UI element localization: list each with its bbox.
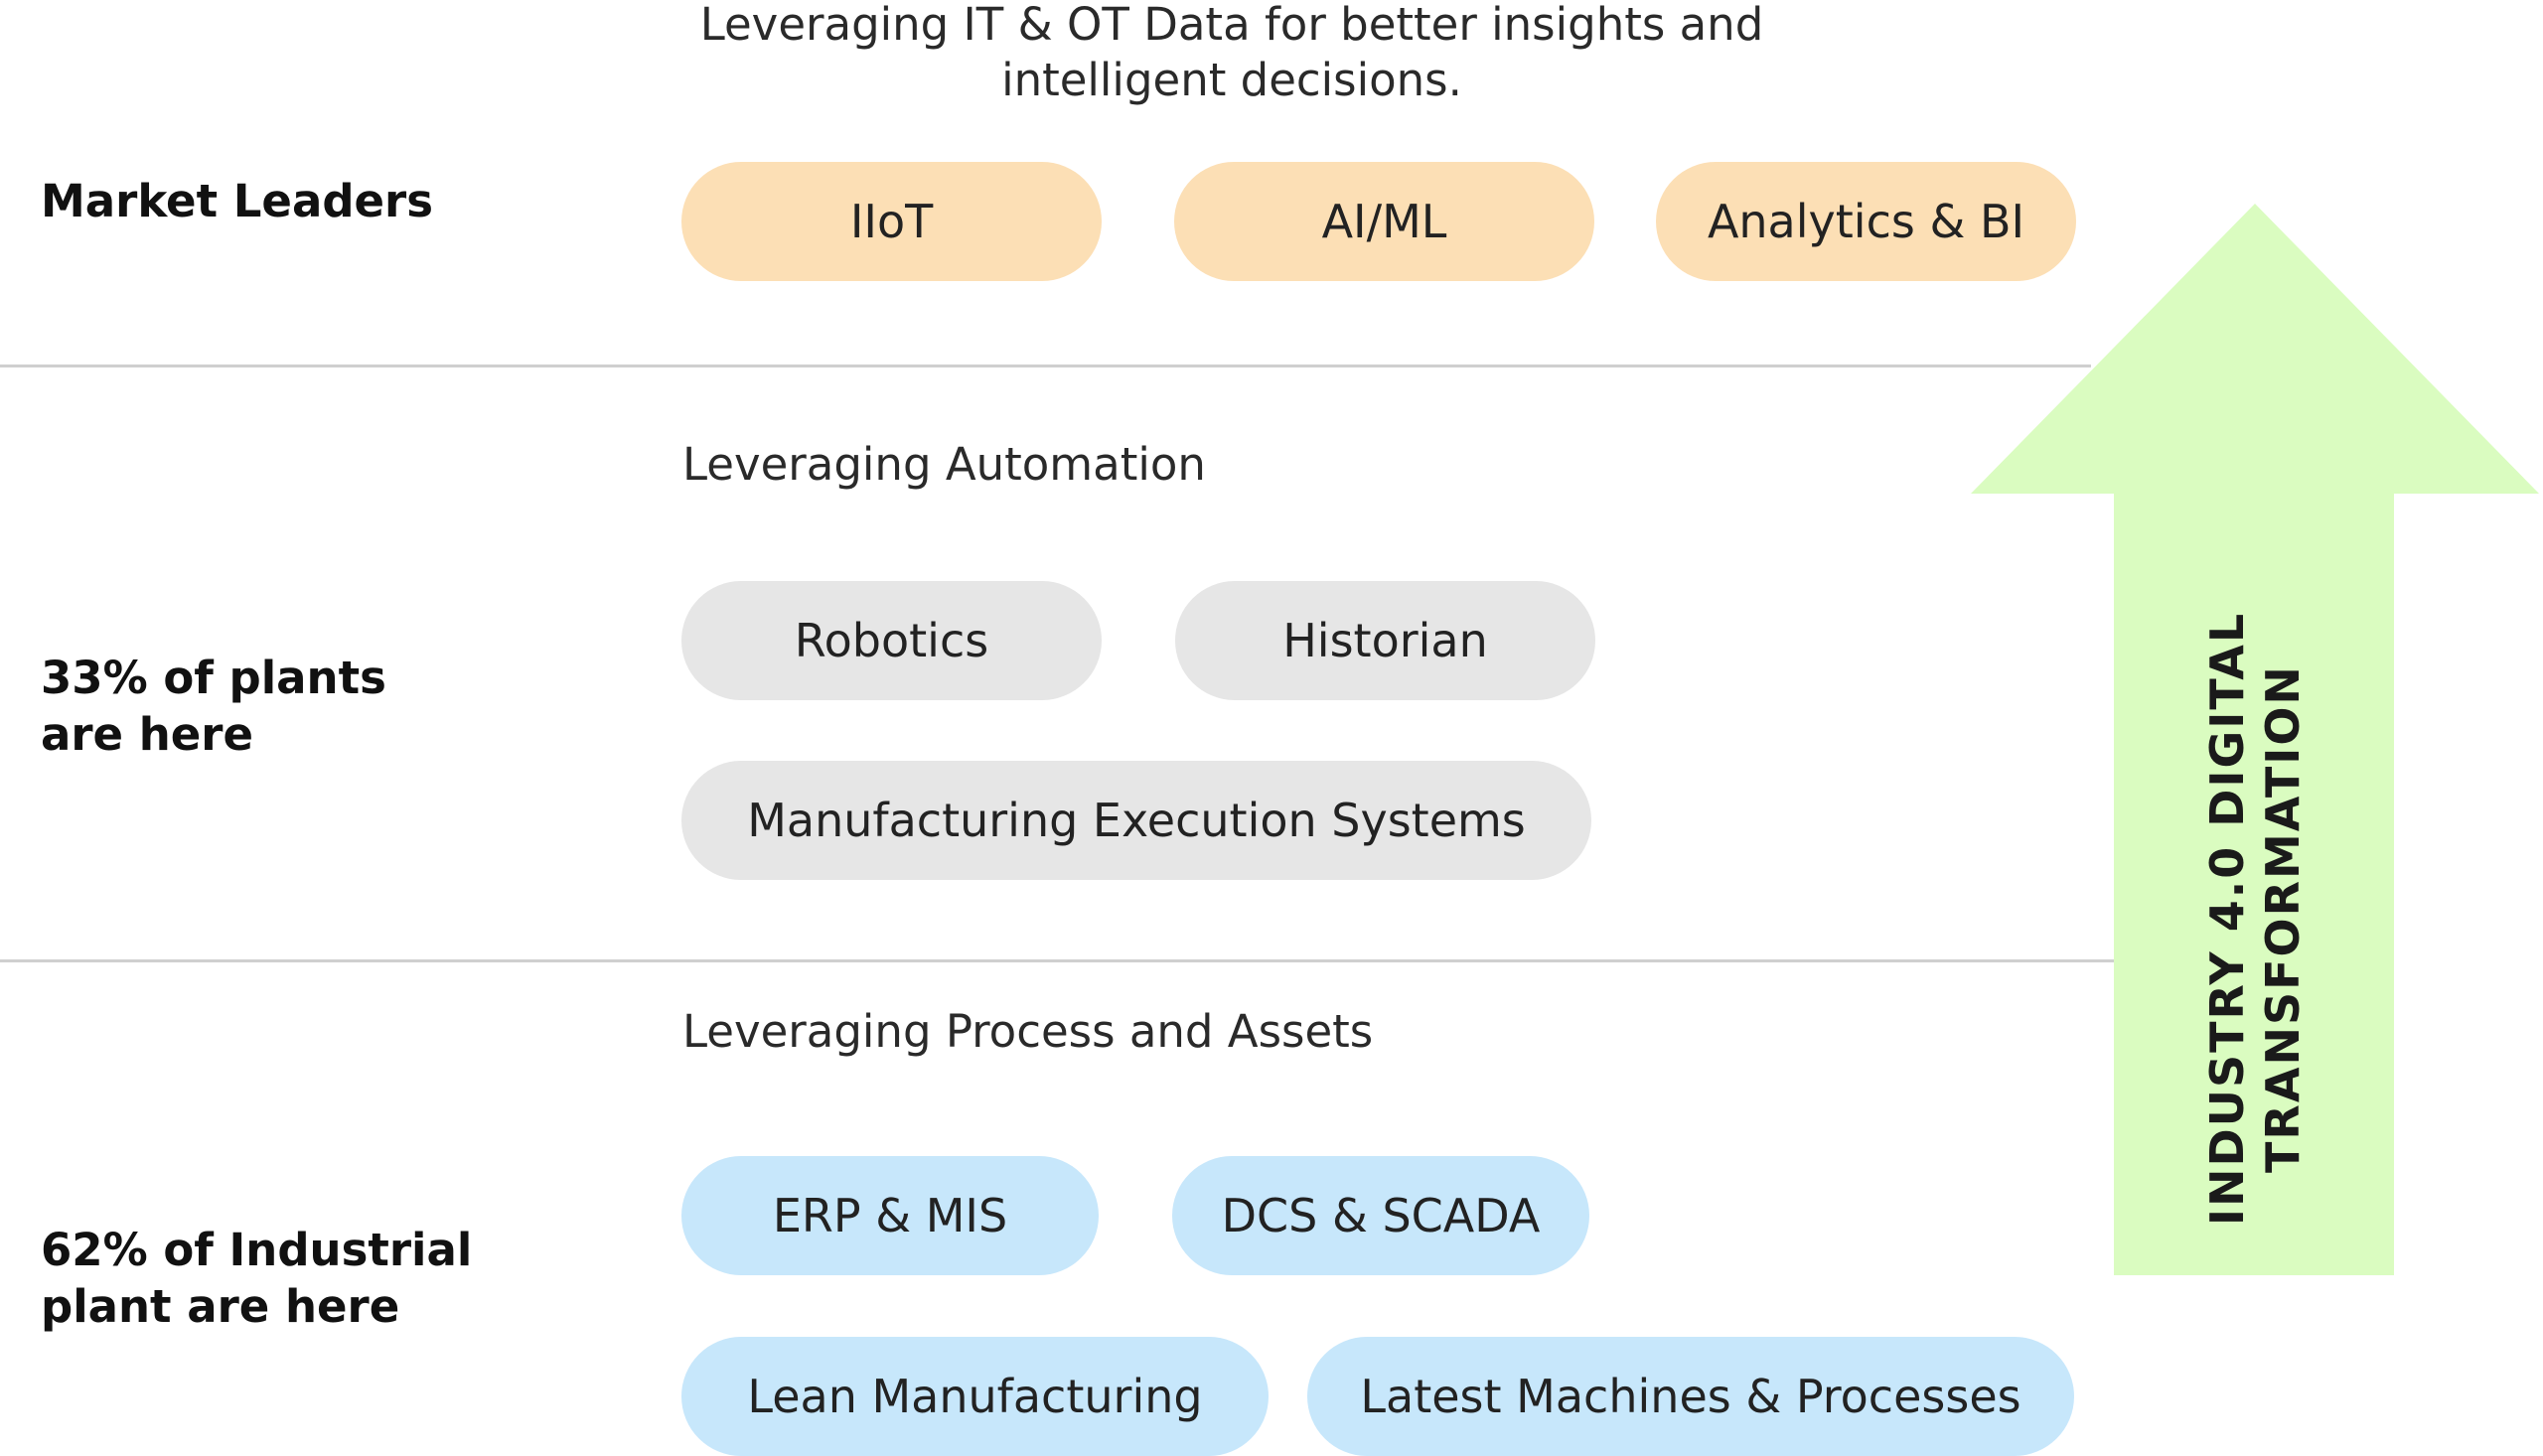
section-title-data-line1: Leveraging IT & OT Data for better insig… <box>699 0 1764 51</box>
pill-lean-manufacturing: Lean Manufacturing <box>681 1337 1269 1456</box>
section-title-automation: Leveraging Automation <box>682 438 1206 491</box>
tier-label-market-leaders: Market Leaders <box>41 175 434 227</box>
pill-ai-ml: AI/ML <box>1174 162 1594 281</box>
tier-label-33-percent-line2: are here <box>41 708 254 761</box>
arrow-label-line2: TRANSFORMATION <box>2256 664 2310 1173</box>
pill-mes: Manufacturing Execution Systems <box>681 761 1591 880</box>
divider-bottom <box>0 959 2114 962</box>
tier-label-33-percent-line1: 33% of plants <box>41 652 386 704</box>
arrow-label-line1: INDUSTRY 4.0 DIGITAL <box>2200 611 2254 1227</box>
tier-label-62-percent-line2: plant are here <box>41 1280 400 1333</box>
pill-analytics-bi: Analytics & BI <box>1656 162 2076 281</box>
divider-top <box>0 364 2091 367</box>
tier-label-62-percent-line1: 62% of Industrial <box>41 1224 473 1276</box>
pill-dcs-scada: DCS & SCADA <box>1172 1156 1589 1275</box>
pill-historian: Historian <box>1175 581 1595 700</box>
section-title-data: Leveraging IT & OT Data for better insig… <box>685 0 1778 108</box>
tier-label-62-percent: 62% of Industrial plant are here <box>41 1222 472 1335</box>
section-title-data-line2: intelligent decisions. <box>1001 54 1462 106</box>
pill-erp-mis: ERP & MIS <box>681 1156 1099 1275</box>
tier-label-33-percent: 33% of plants are here <box>41 650 386 763</box>
transformation-arrow-shape <box>1971 204 2539 1275</box>
section-title-process: Leveraging Process and Assets <box>682 1005 1374 1058</box>
pill-robotics: Robotics <box>681 581 1102 700</box>
pill-iiot: IIoT <box>681 162 1102 281</box>
pill-latest-machines: Latest Machines & Processes <box>1307 1337 2074 1456</box>
arrow-label: INDUSTRY 4.0 DIGITAL TRANSFORMATION <box>2180 521 2329 1316</box>
